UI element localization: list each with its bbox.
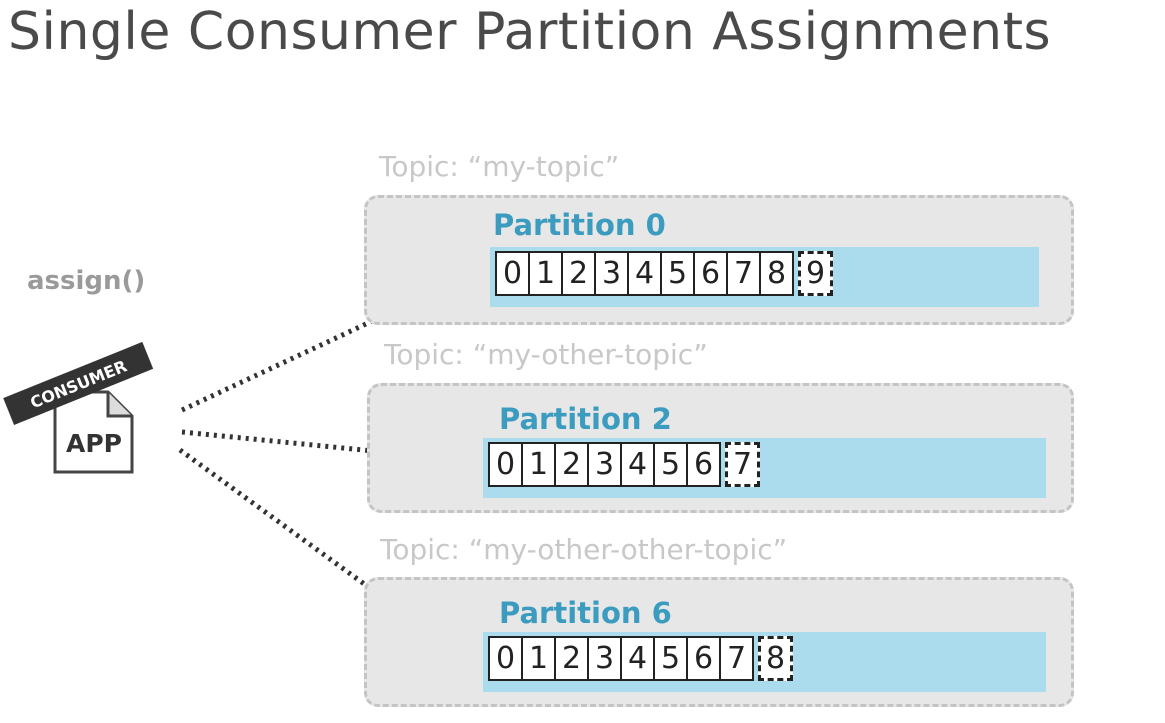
offset-cell: 0	[488, 442, 523, 487]
consumer-app-icon: APP	[53, 390, 134, 474]
partition-title-2: Partition 2	[499, 402, 672, 436]
offset-cell: 3	[587, 442, 622, 487]
offset-cell: 2	[554, 636, 589, 681]
connector-line-topic-1	[180, 277, 462, 413]
connector-line-topic-3	[178, 447, 468, 661]
topic-label-1: Topic: “my-topic”	[379, 150, 620, 183]
offset-cell: 5	[653, 442, 688, 487]
offset-cell: 4	[627, 251, 662, 296]
next-offset-cell: 9	[798, 251, 833, 296]
offset-cell: 6	[686, 442, 721, 487]
offset-cell: 1	[521, 442, 556, 487]
topic-label-2: Topic: “my-other-topic”	[384, 338, 708, 371]
offset-cell: 6	[693, 251, 728, 296]
offset-cell: 7	[719, 636, 754, 681]
offset-cell: 5	[660, 251, 695, 296]
assign-call-label: assign()	[27, 266, 146, 296]
offset-cell: 7	[726, 251, 761, 296]
offset-cell: 4	[620, 442, 655, 487]
partition-title-3: Partition 6	[499, 596, 672, 630]
offset-cell: 6	[686, 636, 721, 681]
offset-cell: 8	[759, 251, 794, 296]
offset-cell: 3	[587, 636, 622, 681]
topic-label-3: Topic: “my-other-other-topic”	[380, 533, 788, 566]
offset-cell: 2	[561, 251, 596, 296]
offset-cell: 0	[495, 251, 530, 296]
offset-cell: 5	[653, 636, 688, 681]
next-offset-cell: 8	[758, 636, 793, 681]
offset-cell: 3	[594, 251, 629, 296]
offset-cell: 1	[528, 251, 563, 296]
offset-cell: 2	[554, 442, 589, 487]
page-title: Single Consumer Partition Assignments	[8, 2, 1052, 62]
offset-cell: 4	[620, 636, 655, 681]
offset-cell: 1	[521, 636, 556, 681]
consumer-app-label: APP	[66, 429, 122, 458]
partition-title-1: Partition 0	[493, 208, 666, 242]
offset-cell: 0	[488, 636, 523, 681]
next-offset-cell: 7	[725, 442, 760, 487]
